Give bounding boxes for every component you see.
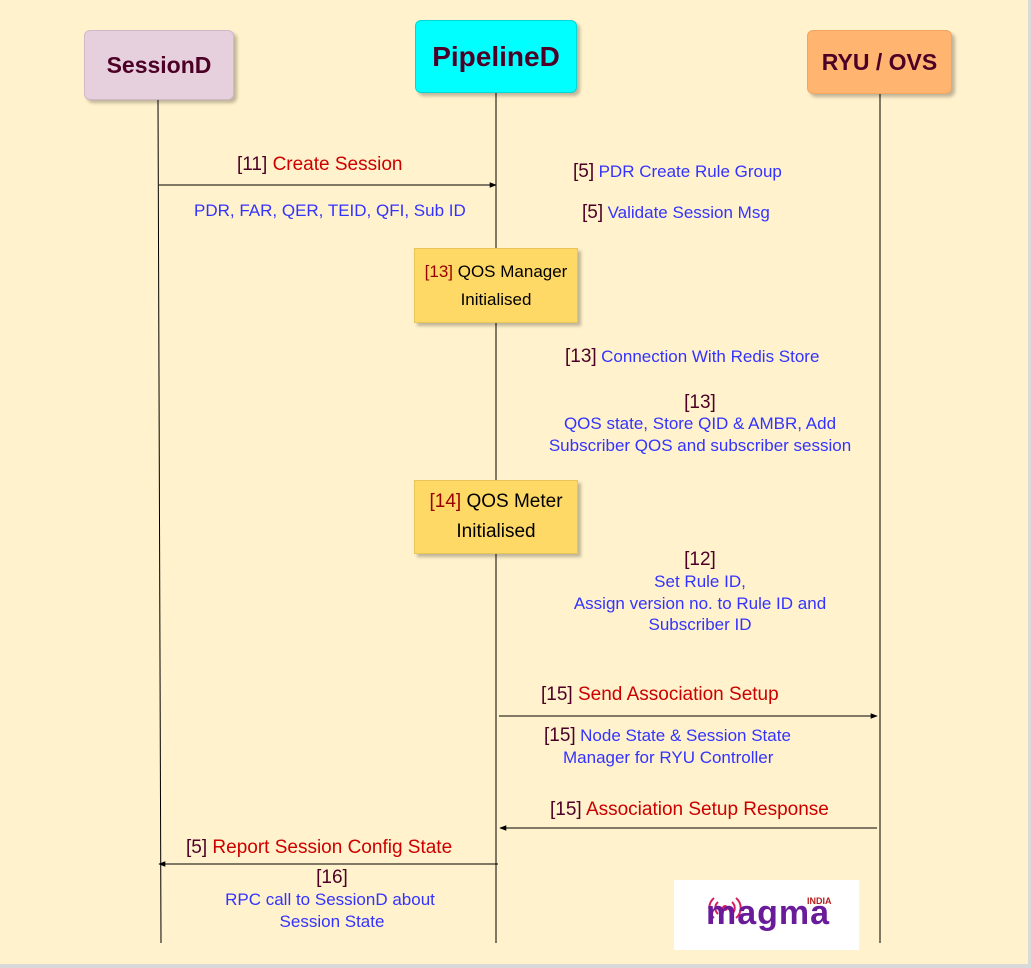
qos-meter-line1: [14] QOS Meter [429, 487, 562, 517]
rpc-call-line1: RPC call to SessionD about [225, 890, 435, 909]
validate-session-note: [5] Validate Session Msg [582, 202, 770, 225]
state-label: QOS Meter [466, 490, 563, 512]
rpc-call-line2: Session State [279, 912, 385, 931]
message-label: Report Session Config State [212, 837, 453, 858]
pipelined-participant: PipelineD [415, 20, 577, 93]
sessiond-label: SessionD [106, 51, 212, 78]
sessiond-participant: SessionD [84, 30, 234, 100]
antenna-icon [708, 897, 742, 919]
message-label: Create Session [272, 154, 403, 175]
message-label: Send Association Setup [577, 684, 779, 705]
qos-state-line2: Subscriber QOS and subscriber session [548, 436, 852, 455]
qos-meter-line2: Initialised [456, 521, 536, 542]
redis-connection-note: [13] Connection With Redis Store [565, 346, 819, 369]
qos-state-step: [13] [684, 392, 716, 413]
ryu-ovs-label: RYU / OVS [821, 48, 938, 75]
rpc-call-step: [16] [316, 867, 348, 888]
step-number: [15] [541, 684, 573, 705]
step-number: [14] [429, 490, 462, 512]
rule-id-line3: Subscriber ID [648, 615, 752, 634]
qos-meter-state-box: [14] QOS Meter Initialised [414, 480, 578, 554]
sessiond-lifeline [157, 99, 162, 944]
qos-state-line1: QOS state, Store QID & AMBR, Add [563, 414, 837, 433]
node-state-line2: Manager for RYU Controller [563, 748, 774, 767]
create-session-detail: PDR, FAR, QER, TEID, QFI, Sub ID [194, 201, 466, 220]
step-number: [13] [565, 346, 597, 367]
qos-manager-state-box: [13] QOS Manager Initialised [414, 248, 578, 323]
pdr-rule-group-note: [5] PDR Create Rule Group [573, 161, 782, 184]
report-session-message: [5] Report Session Config State [186, 837, 452, 860]
rule-id-line1: Set Rule ID, [654, 572, 746, 591]
send-association-message: [15] Send Association Setup [541, 684, 779, 707]
node-state-note: [15] Node State & Session State [544, 725, 791, 748]
qos-manager-line2: Initialised [460, 289, 532, 309]
magma-india-logo: magma INDIA [674, 880, 859, 950]
step-number: [13] [424, 262, 453, 282]
association-response-message: [15] Association Setup Response [550, 799, 829, 822]
note-label: PDR Create Rule Group [598, 162, 782, 181]
rule-id-line2: Assign version no. to Rule ID and [573, 594, 827, 613]
logo-wordmark: magma [706, 894, 831, 932]
note-label: Validate Session Msg [607, 203, 770, 222]
ryu-ovs-participant: RYU / OVS [807, 30, 952, 94]
note-label: Connection With Redis Store [601, 347, 820, 366]
message-label: Association Setup Response [585, 799, 829, 820]
state-label: QOS Manager [457, 262, 568, 282]
qos-manager-line1: [13] QOS Manager [425, 258, 568, 285]
logo-country: INDIA [807, 896, 832, 906]
step-number: [15] [544, 725, 576, 746]
note-line1: Node State & Session State [580, 726, 791, 745]
step-number: [5] [582, 202, 604, 223]
step-number: [5] [186, 837, 208, 858]
pipelined-label: PipelineD [432, 40, 560, 72]
create-session-message: [11] Create Session [237, 154, 402, 177]
step-number: [11] [237, 154, 268, 175]
step-number: [5] [573, 161, 595, 182]
step-number: [15] [550, 799, 582, 820]
rule-id-step: [12] [684, 549, 716, 570]
